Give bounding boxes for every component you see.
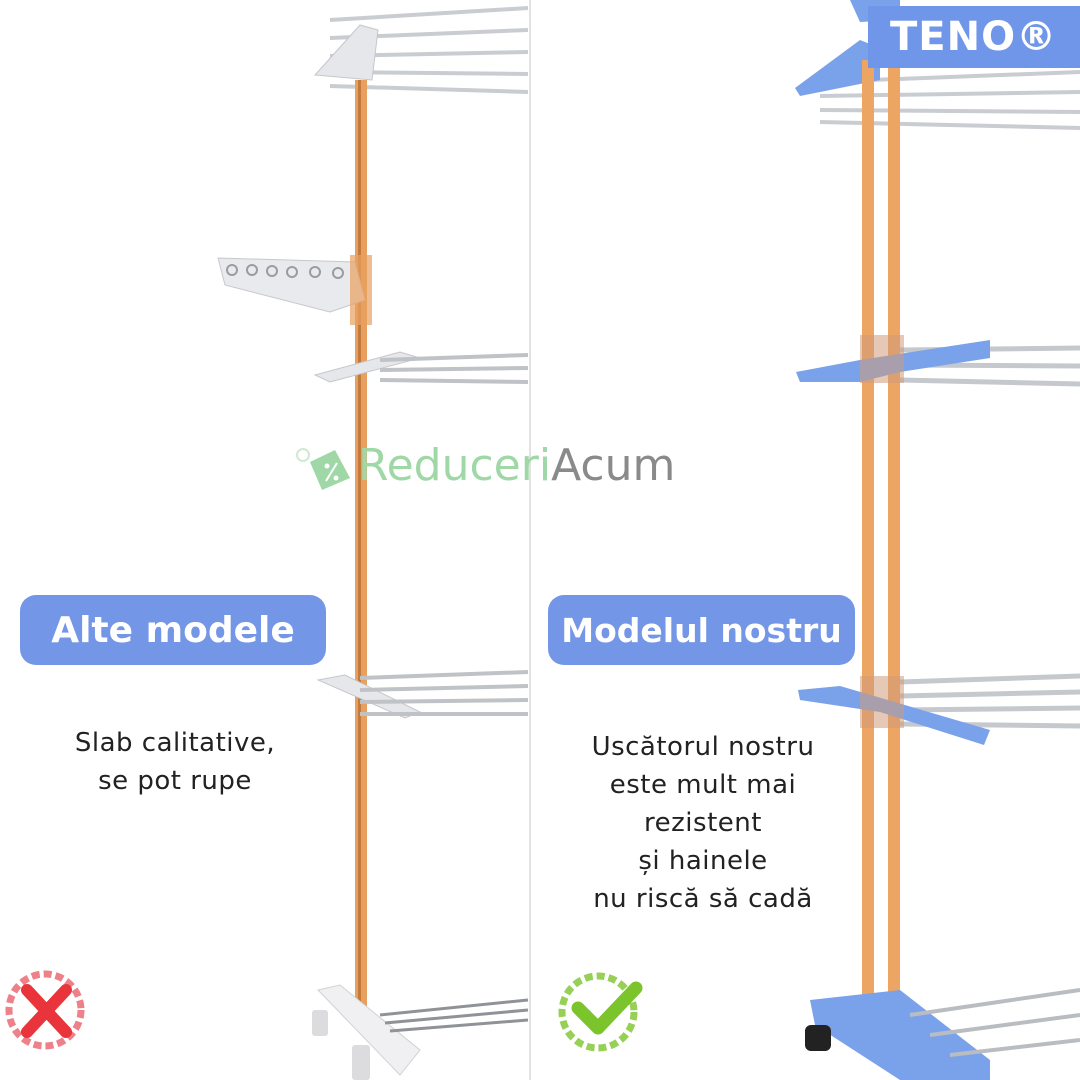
- label-other-models: Alte modele: [20, 595, 326, 665]
- desc-line: este mult mai: [609, 770, 797, 800]
- label-our-model: Modelul nostru: [548, 595, 855, 665]
- desc-line: nu riscă să cadă: [593, 884, 813, 914]
- desc-line: și hainele: [638, 846, 768, 876]
- green-check-icon: [558, 972, 643, 1052]
- desc-line: Uscătorul nostru: [591, 732, 815, 762]
- watermark-part1: Reduceri: [358, 440, 552, 491]
- red-x-icon: [5, 970, 85, 1050]
- desc-line: rezistent: [644, 808, 762, 838]
- brand-logo: TENO®: [868, 6, 1080, 68]
- price-tag-icon: [296, 448, 350, 490]
- other-models-description: Slab calitative, se pot rupe: [20, 724, 330, 800]
- desc-line: Slab calitative,: [74, 728, 276, 758]
- our-rack: [795, 0, 1080, 1080]
- our-model-description: Uscătorul nostru este mult mai rezistent…: [548, 728, 858, 918]
- watermark-part2: Acum: [551, 440, 676, 491]
- competitor-rack: [217, 6, 529, 1080]
- desc-line: se pot rupe: [98, 766, 252, 796]
